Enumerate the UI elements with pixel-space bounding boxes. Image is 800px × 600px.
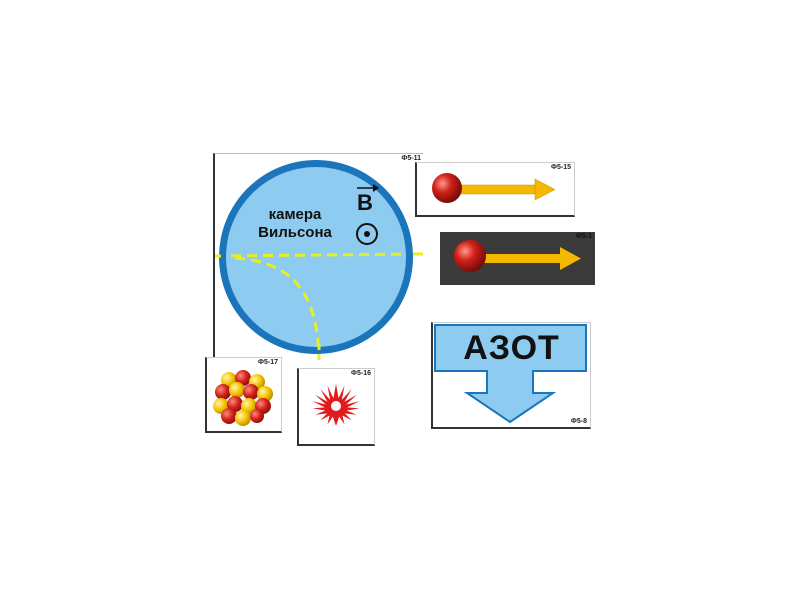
- particle-ball: [454, 240, 486, 272]
- nitrogen-card: АЗОТ Ф5-8: [431, 322, 591, 429]
- neutron: [257, 386, 273, 402]
- arrow-shaft: [460, 184, 536, 195]
- cloud-chamber-diagram: [215, 160, 423, 361]
- chamber-title: камера Вильсона: [245, 206, 345, 242]
- curved-particle-track: [234, 256, 321, 347]
- straight-particle-track: [226, 252, 406, 258]
- proton: [243, 384, 259, 400]
- particle-arrow-card-dark: Ф5-1: [440, 232, 595, 285]
- arrow-head-icon: [534, 178, 556, 201]
- arrow-shaft: [482, 254, 560, 263]
- card-code: Ф5-15: [551, 164, 571, 171]
- proton: [235, 370, 251, 386]
- neutron: [235, 410, 251, 426]
- proton: [221, 408, 237, 424]
- chamber-title-line-1: камера: [268, 206, 322, 223]
- nitrogen-label: АЗОТ: [463, 329, 560, 367]
- field-out-of-page-icon: [356, 223, 378, 245]
- flash-card: Ф5-16: [297, 368, 375, 446]
- proton: [215, 384, 231, 400]
- card-code: Ф5-17: [258, 359, 278, 366]
- card-code: Ф5-16: [351, 370, 371, 377]
- moving-particle-diagram-dark: [454, 240, 581, 272]
- card-code: Ф5-11: [401, 155, 421, 162]
- particle-ball: [432, 173, 462, 203]
- proton: [250, 409, 264, 423]
- particle-arrow-card-light: Ф5-15: [415, 162, 575, 217]
- neutron: [229, 382, 245, 398]
- card-code: Ф5-8: [570, 418, 587, 425]
- flash-diagram: [312, 384, 360, 426]
- card-code: Ф5-1: [575, 233, 592, 240]
- field-label: B: [357, 190, 373, 215]
- moving-particle-diagram: [432, 173, 556, 203]
- nitrogen-down-arrow: [434, 324, 587, 424]
- cloud-chamber-card: Ф5-11 B камера Вильсона: [213, 153, 423, 361]
- arrow-head-icon: [560, 247, 581, 270]
- nucleus-diagram: [213, 370, 273, 426]
- chamber-interior: [226, 167, 406, 347]
- neutron: [241, 398, 257, 414]
- down-arrow-icon: [434, 324, 587, 424]
- chamber-title-line-2: Вильсона: [258, 224, 332, 241]
- proton: [227, 396, 243, 412]
- nucleus-card: Ф5-17: [205, 357, 282, 433]
